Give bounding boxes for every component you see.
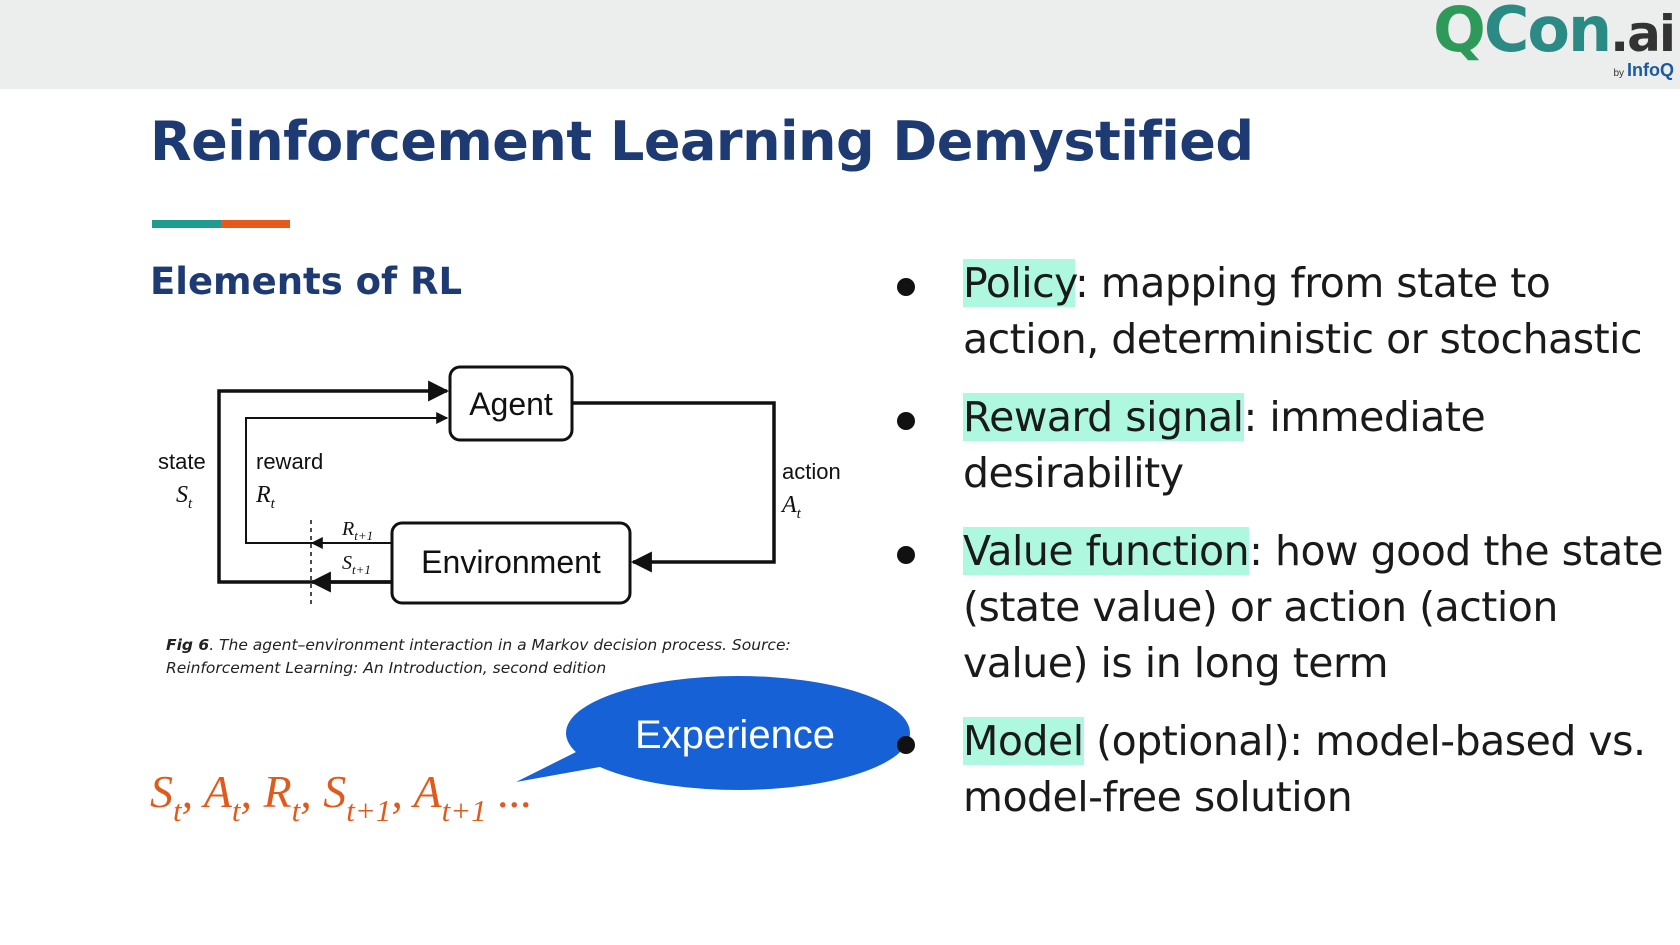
agent-environment-diagram: Agent Environment state St reward Rt act… [158,365,841,605]
logo-infoq: InfoQ [1627,60,1674,80]
action-symbol: At [780,492,802,522]
seq-a1-sub: t+1 [441,792,487,828]
experience-label: Experience [634,713,836,757]
desc-policy: : mapping from state to action, determin… [963,259,1643,363]
bubble-body [566,676,910,790]
reward-symbol: Rt [255,482,276,512]
seq-r: R [263,766,292,817]
term-reward-signal: Reward signal [963,393,1244,441]
accent-orange [221,220,290,228]
logo-q: Q [1433,0,1486,66]
rl-elements-list: Policy: mapping from state to action, de… [893,255,1668,847]
state-label: state [158,449,206,474]
accent-teal [152,220,221,228]
logo-ai: .ai [1610,5,1676,63]
logo-by: by [1613,68,1624,79]
seq-r-sub: t [291,792,301,828]
desc-reward-signal: : immediate desirability [963,393,1486,497]
caption-line-2: Reinforcement Learning: An Introduction,… [166,659,607,677]
bullet-dot [897,412,915,430]
term-policy: Policy [963,259,1075,307]
environment-label: Environment [421,544,601,580]
caption-fig-label: Fig 6 [166,636,210,654]
bullet-dot [897,278,915,296]
state-symbol: St [176,482,193,512]
seq-a-sub: t [231,792,241,828]
seq-a1: A [413,766,442,817]
list-item-policy: Policy: mapping from state to action, de… [893,255,1668,367]
reward-label: reward [256,449,323,474]
figure-caption: Fig 6. The agent–environment interaction… [166,634,806,680]
desc-value-function: : how good the state (state value) or ac… [963,527,1664,687]
slide-title: Reinforcement Learning Demystified [150,110,1254,173]
bullet-dot [897,546,915,564]
list-item-value-function: Value function: how good the state (stat… [893,523,1668,691]
seq-s-sub: t [173,792,182,828]
experience-sequence: St, At, Rt, St+1, At+1 ... [150,766,533,828]
logo-con: Con [1483,0,1612,66]
state-arrow [217,380,450,584]
agent-label: Agent [469,386,553,422]
seq-a: A [203,766,232,817]
list-item-model: Model (optional): model-based vs. model-… [893,713,1668,825]
seq-s1-sub: t+1 [346,792,392,828]
term-model: Model [963,717,1084,765]
bubble-tail [516,735,622,782]
seq-s1: S [323,766,347,817]
section-subtitle: Elements of RL [150,260,463,303]
environment-box [390,521,632,605]
term-value-function: Value function [963,527,1250,575]
list-item-reward-signal: Reward signal: immediate desirability [893,389,1668,501]
caption-line-1: . The agent–environment interaction in a… [209,636,791,654]
desc-model: (optional): model-based vs. model-free s… [963,717,1646,821]
seq-ellipsis: ... [498,766,533,817]
experience-speech-bubble [516,676,910,790]
seq-s: S [150,766,173,817]
bullet-dot [897,736,915,754]
next-state-symbol: St+1 [342,552,371,577]
action-arrow [572,401,776,573]
logo-wordmark: QCon.ai [1433,0,1676,66]
next-reward-symbol: Rt+1 [341,518,373,543]
action-label: action [782,459,841,484]
